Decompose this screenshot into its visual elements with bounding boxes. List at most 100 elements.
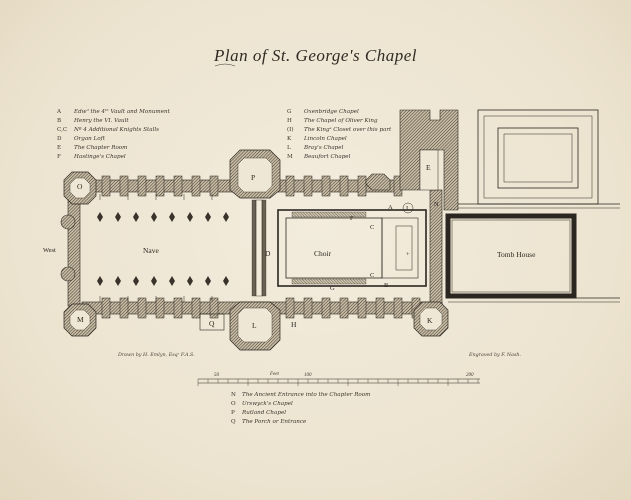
buttress bbox=[285, 297, 295, 319]
drawn-by-credit: Drawn by H. Emlyn, Esqʳ F.A.S. bbox=[118, 353, 195, 358]
choir-enclosure bbox=[277, 209, 427, 287]
buttress bbox=[209, 175, 219, 197]
nave-pier bbox=[223, 276, 229, 286]
plan-labels: West Nave Choir Tomb House O M P L Q H K… bbox=[43, 163, 536, 330]
organ-loft bbox=[255, 199, 263, 297]
label-tomb-house: Tomb House bbox=[497, 250, 536, 259]
label-B: B bbox=[384, 282, 389, 289]
nave-pier bbox=[133, 212, 139, 222]
nave-pier bbox=[97, 212, 103, 222]
label-Q: Q bbox=[209, 319, 215, 328]
buttress bbox=[393, 297, 403, 319]
label-altar-cross: + bbox=[406, 251, 410, 258]
buttress bbox=[173, 297, 183, 319]
label-C-north: C bbox=[370, 224, 374, 231]
buttress bbox=[375, 297, 385, 319]
label-P: P bbox=[251, 173, 255, 182]
scale-tick-label: 200 bbox=[466, 373, 474, 378]
buttress bbox=[357, 297, 367, 319]
label-H: H bbox=[291, 320, 297, 329]
buttress bbox=[339, 175, 349, 197]
plan-title: Plan of St. George's Chapel bbox=[213, 46, 417, 65]
nave-pier bbox=[187, 212, 193, 222]
nave-pier bbox=[169, 212, 175, 222]
buttress bbox=[173, 175, 183, 197]
label-C-south: C bbox=[370, 272, 374, 279]
nave-pier bbox=[151, 276, 157, 286]
scale-tick-label: 100 bbox=[304, 373, 312, 378]
label-N: N bbox=[434, 201, 439, 208]
buttress bbox=[321, 175, 331, 197]
label-F: F bbox=[350, 215, 354, 222]
buttress bbox=[191, 297, 201, 319]
buttress bbox=[357, 175, 367, 197]
label-E: E bbox=[426, 163, 431, 172]
nave-pier bbox=[151, 212, 157, 222]
label-G: G bbox=[330, 285, 335, 292]
engraved-by-credit: Engraved by F. Nash. bbox=[469, 353, 522, 358]
buttress bbox=[321, 297, 331, 319]
label-K: K bbox=[427, 316, 433, 325]
buttress bbox=[119, 297, 129, 319]
label-nave: Nave bbox=[143, 246, 159, 255]
buttress bbox=[209, 297, 219, 319]
corner-chapels bbox=[60, 149, 449, 351]
nave-pier bbox=[115, 276, 121, 286]
buttress bbox=[119, 175, 129, 197]
buttress bbox=[285, 175, 295, 197]
label-D: D bbox=[265, 249, 271, 258]
label-I: I bbox=[406, 205, 408, 212]
legend-item: (I)The Kingˢ Closet over this part bbox=[287, 127, 392, 134]
nave-pier bbox=[115, 212, 121, 222]
nave-pier bbox=[205, 212, 211, 222]
label-west: West bbox=[43, 247, 56, 254]
buttress bbox=[101, 175, 111, 197]
label-O: O bbox=[77, 182, 83, 191]
chapel-outer-walls bbox=[67, 179, 443, 315]
scale-bar: Feet 50 100 200 bbox=[197, 372, 480, 386]
buttress bbox=[155, 297, 165, 319]
nave-pier bbox=[97, 276, 103, 286]
label-M: M bbox=[77, 315, 84, 324]
label-L: L bbox=[252, 321, 257, 330]
king-closet-marker bbox=[402, 202, 414, 214]
buttress bbox=[303, 297, 313, 319]
nave-pier bbox=[133, 276, 139, 286]
buttress bbox=[137, 297, 147, 319]
buttress bbox=[191, 175, 201, 197]
buttress bbox=[303, 175, 313, 197]
buttress bbox=[339, 297, 349, 319]
label-A: A bbox=[388, 204, 393, 211]
nave-pier bbox=[205, 276, 211, 286]
nave-pier bbox=[169, 276, 175, 286]
scale-unit-label: Feet bbox=[269, 372, 279, 377]
buttress bbox=[155, 175, 165, 197]
chapter-room-and-tomb-house bbox=[399, 109, 620, 303]
label-choir: Choir bbox=[314, 249, 332, 258]
nave-pier bbox=[187, 276, 193, 286]
buttress bbox=[137, 175, 147, 197]
north-buttresses bbox=[101, 175, 403, 197]
nave-pier bbox=[223, 212, 229, 222]
scale-tick-label: 50 bbox=[214, 373, 220, 378]
buttress bbox=[101, 297, 111, 319]
